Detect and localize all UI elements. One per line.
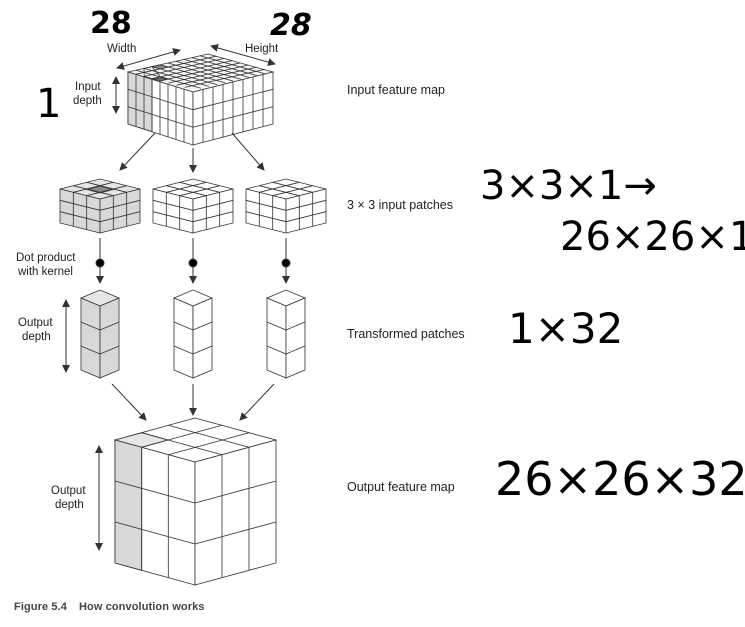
figure-number: Figure 5.4 bbox=[14, 601, 67, 613]
output-depth-bottom-label-2: depth bbox=[55, 499, 84, 511]
stage-label-input-patches: 3 × 3 input patches bbox=[347, 198, 453, 212]
height-arrow bbox=[210, 44, 276, 66]
handwritten-depth-value: 1 bbox=[36, 81, 61, 127]
output-feature-map-cube bbox=[113, 417, 278, 586]
stage-label-transformed-patches: Transformed patches bbox=[347, 327, 465, 341]
output-depth-mid-label-1: Output bbox=[18, 317, 53, 329]
transformed-patch-3 bbox=[265, 289, 307, 379]
height-label: Height bbox=[245, 43, 279, 55]
input-patch-3 bbox=[245, 178, 327, 234]
split-arrows bbox=[119, 132, 265, 173]
merge-arrows bbox=[111, 383, 275, 421]
dot-product-label-2: with kernel bbox=[17, 266, 73, 278]
figure-caption: Figure 5.4 How convolution works bbox=[14, 601, 205, 613]
width-label: Width bbox=[107, 43, 136, 55]
handwritten-output: 26×26×32 bbox=[495, 452, 745, 506]
handwritten-height-value: 28 bbox=[270, 8, 312, 43]
handwritten-patch-line1: 3×3×1→ bbox=[480, 163, 657, 209]
handwritten-width-value: 28 bbox=[90, 6, 132, 41]
input-depth-label-1: Input bbox=[75, 81, 101, 93]
width-arrow bbox=[116, 48, 181, 70]
dot-product-label-1: Dot product bbox=[16, 252, 76, 264]
stage-label-input-feature-map: Input feature map bbox=[347, 83, 445, 97]
figure-caption-text: How convolution works bbox=[78, 601, 205, 613]
dot-product-arrows bbox=[95, 238, 291, 284]
input-depth-label-2: depth bbox=[73, 95, 102, 107]
transformed-patch-1 bbox=[79, 289, 121, 379]
output-depth-mid-label-2: depth bbox=[22, 331, 51, 343]
stage-label-output-feature-map: Output feature map bbox=[347, 480, 455, 494]
input-patch-2 bbox=[152, 178, 234, 234]
handwritten-transformed: 1×32 bbox=[508, 304, 623, 353]
handwritten-patch-line2: 26×26×1 bbox=[560, 214, 745, 260]
input-patch-1 bbox=[59, 178, 141, 234]
output-depth-bottom-label-1: Output bbox=[51, 485, 86, 497]
transformed-patch-2 bbox=[172, 289, 214, 379]
input-feature-map-cube bbox=[126, 53, 275, 146]
